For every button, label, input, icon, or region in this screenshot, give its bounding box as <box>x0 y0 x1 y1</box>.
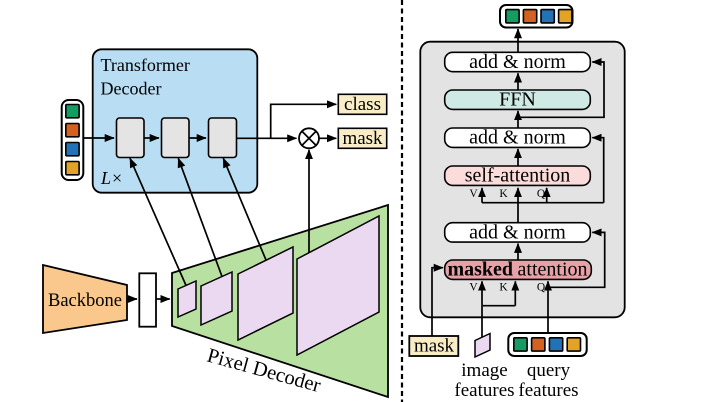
token-square-amber <box>65 160 80 176</box>
feature-map-3 <box>237 245 294 342</box>
mask-input-box <box>408 335 460 357</box>
self-attn-q-label: Q <box>537 188 546 200</box>
image-features-map <box>474 332 491 359</box>
add-norm-label-top: add & norm <box>469 51 566 73</box>
backbone-trapezoid <box>42 263 128 335</box>
residual-selfattn-to-addnorm-middle <box>591 133 605 203</box>
ffn-label: FFN <box>499 89 536 111</box>
loop-count-times: × <box>112 168 122 188</box>
token-square-orange <box>530 336 546 352</box>
self-attn-v-label: V <box>469 188 478 200</box>
loop-count-l: L <box>100 168 111 188</box>
query-features-caption-line1: query <box>527 360 571 381</box>
token-square-blue <box>548 336 564 352</box>
add-norm-label-bottom: add & norm <box>469 221 566 243</box>
query-tokens-pill <box>60 99 85 181</box>
token-square-amber <box>566 336 582 352</box>
class-output-box <box>337 93 388 116</box>
query-tokens-input <box>60 99 85 181</box>
add-norm-box-bottom <box>443 221 592 243</box>
ffn-box <box>443 89 592 111</box>
mask-output-label: mask <box>342 128 383 149</box>
class-output-label: class <box>344 94 381 115</box>
token-square-blue <box>540 8 556 24</box>
token-square-green <box>504 8 520 24</box>
image-features-caption-line1: image <box>461 360 507 381</box>
masked-attn-v-label: V <box>469 282 478 294</box>
feature-map-4 <box>296 214 380 357</box>
masked-attn-k-label: K <box>499 282 508 294</box>
token-square-orange <box>522 8 538 24</box>
masked-attn-q-label: Q <box>537 282 546 294</box>
add-norm-box-middle <box>443 127 592 149</box>
self-attention-box <box>443 165 592 187</box>
mask-output-box <box>337 127 388 150</box>
image-features-caption-line2: features <box>454 380 514 401</box>
backbone-feature-column <box>138 272 157 328</box>
feature-map-2 <box>200 270 233 327</box>
decoder-layer-box-2 <box>160 117 190 159</box>
decoder-layer-box-3 <box>207 117 238 159</box>
query-features-tokens <box>507 332 588 357</box>
arrow-branch-to-class <box>269 100 337 139</box>
token-square-orange <box>65 122 80 138</box>
token-square-amber <box>557 8 573 24</box>
transformer-decoder-title-line2: Decoder <box>101 79 162 99</box>
multiply-operator-icon <box>298 127 320 150</box>
residual-ffn-to-addnorm-top <box>518 58 605 119</box>
token-square-green <box>512 336 528 352</box>
add-norm-box-top <box>443 51 592 73</box>
arrow-mask-to-masked-attention <box>431 263 444 336</box>
masked-attention-box <box>443 259 593 281</box>
loop-count-label: L× <box>100 168 122 188</box>
arrow-feature1-to-layer1 <box>129 157 187 286</box>
arrow-feature3-to-layer3 <box>222 157 267 261</box>
self-attention-label: self-attention <box>465 165 571 187</box>
arrow-feature2-to-layer2 <box>177 157 223 277</box>
token-square-green <box>65 103 80 119</box>
backbone-label: Backbone <box>48 291 122 311</box>
feature-map-1 <box>177 279 197 319</box>
mask-input-label: mask <box>414 336 455 357</box>
self-attn-k-label: K <box>499 188 508 200</box>
masked-attention-label-bold: masked <box>447 259 513 281</box>
residual-query-to-addnorm-bottom <box>548 228 606 289</box>
query-features-caption-line2: features <box>518 380 578 401</box>
add-norm-label-middle: add & norm <box>469 127 566 149</box>
masked-attention-label-rest: attention <box>518 259 588 281</box>
transformer-decoder-title-line1: Transformer <box>101 55 190 75</box>
decoder-layer-box-1 <box>115 117 145 159</box>
token-square-blue <box>65 141 80 157</box>
output-tokens <box>499 4 574 29</box>
